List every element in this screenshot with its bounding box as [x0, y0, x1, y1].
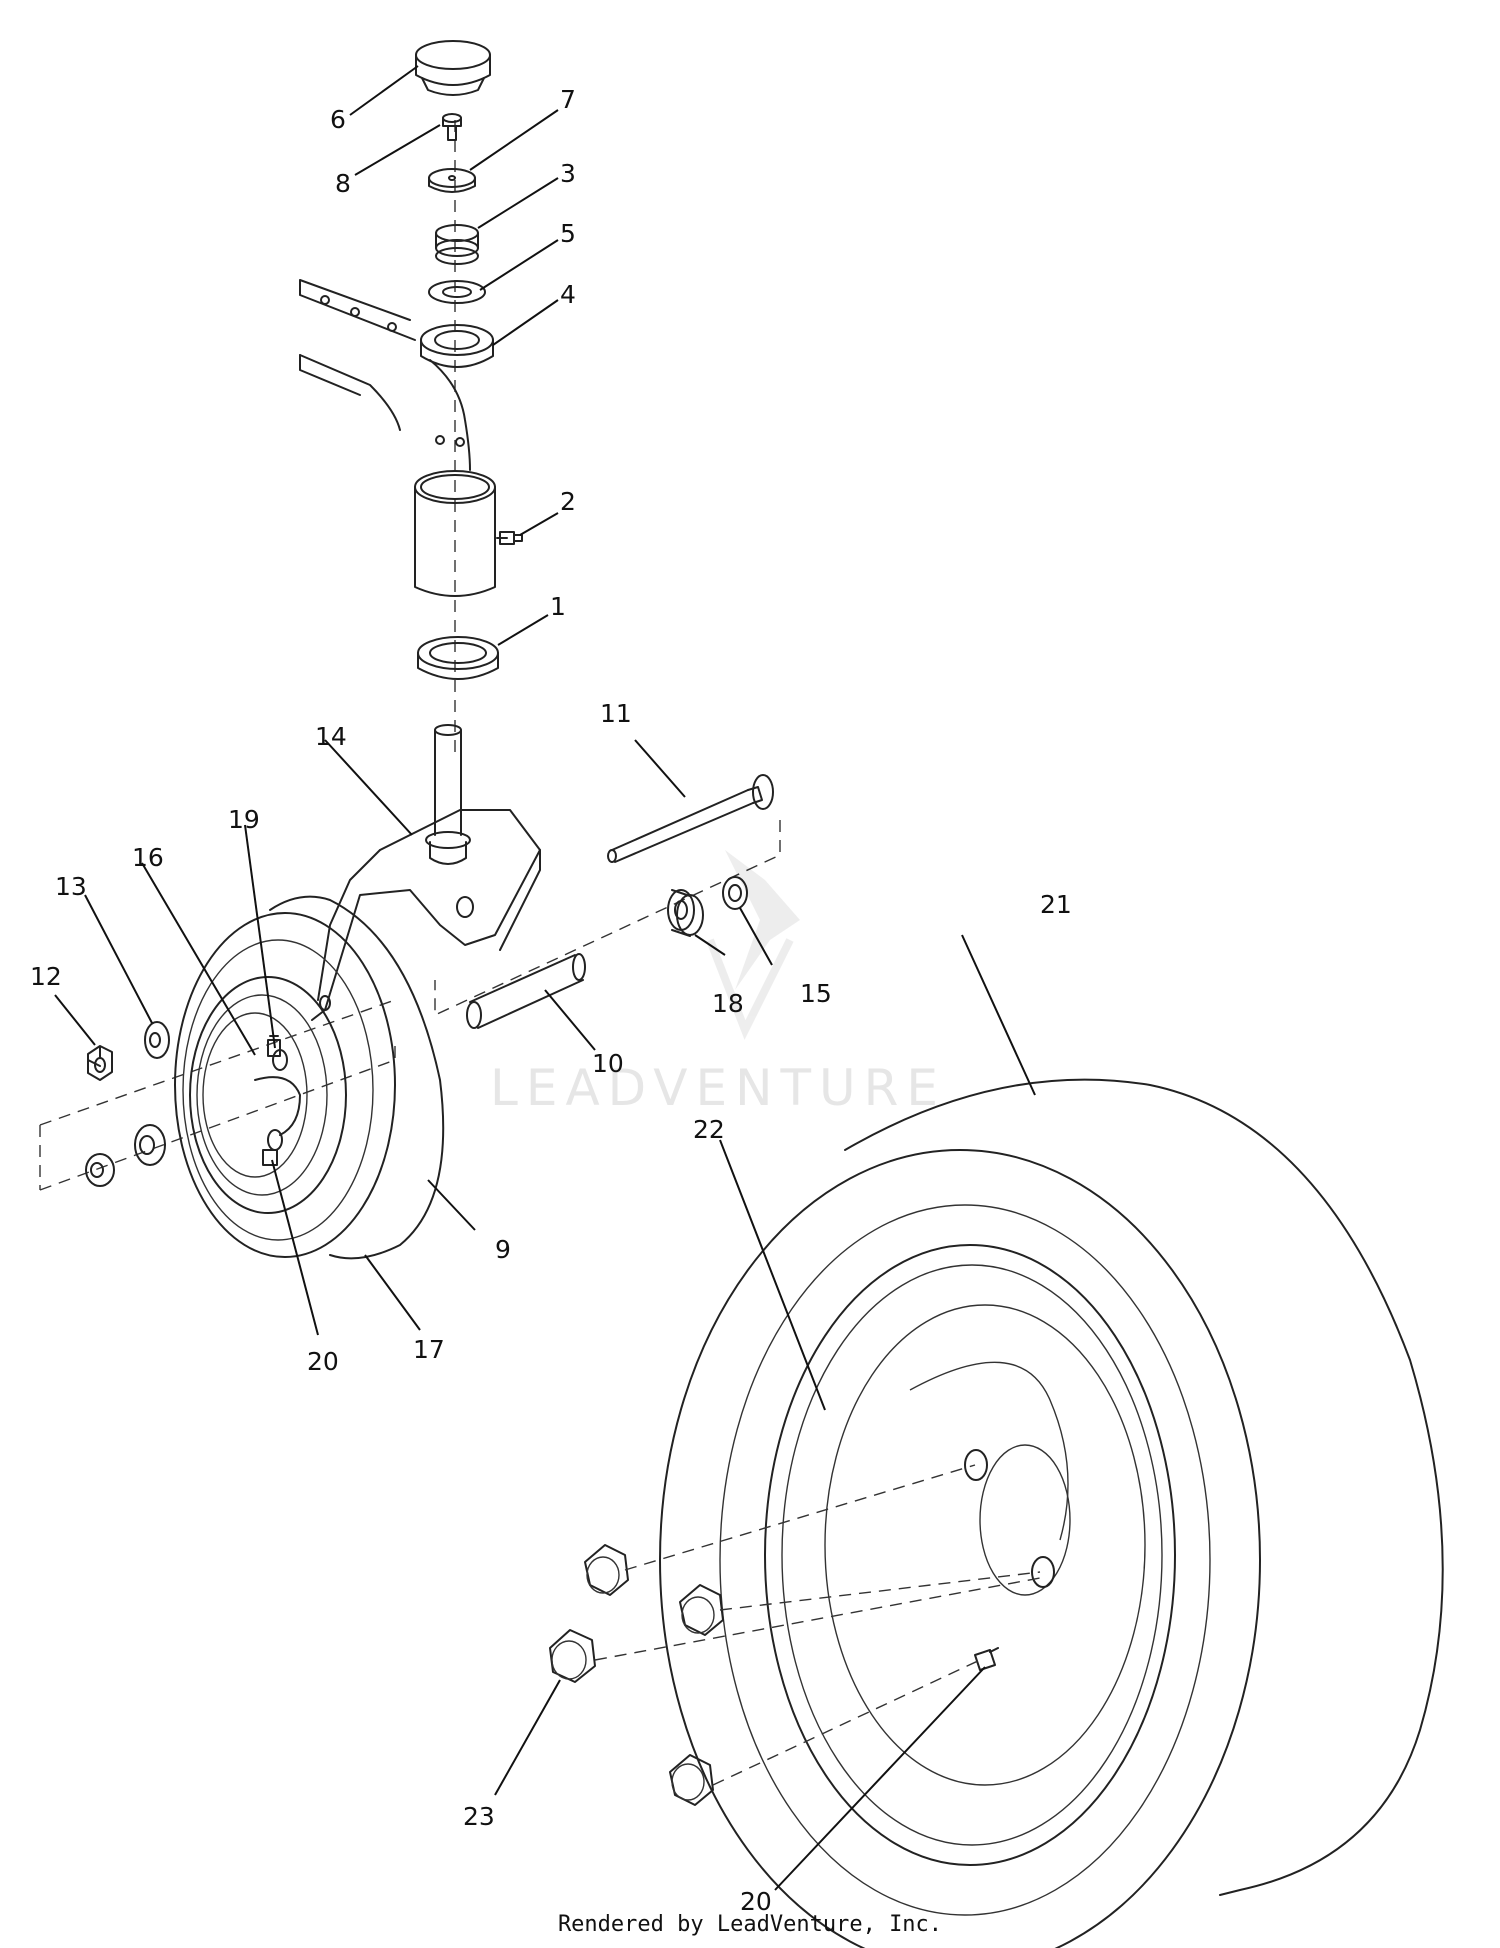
callout-20-caster: 20 — [307, 1347, 339, 1376]
callout-6: 6 — [330, 105, 346, 134]
render-credit: Rendered by LeadVenture, Inc. — [557, 1912, 943, 1937]
watermark-text: LEADVENTURE — [490, 1059, 946, 1117]
callout-10: 10 — [592, 1049, 624, 1078]
nut-small-lower — [85, 1153, 115, 1187]
spacer-large — [667, 889, 704, 937]
cap-bolt — [442, 113, 462, 141]
callout-20-drive: 20 — [740, 1887, 772, 1916]
callout-1: 1 — [550, 592, 566, 621]
lug-nut-2 — [679, 1584, 724, 1636]
spacer-small — [722, 876, 748, 910]
grease-fitting-hub-bottom — [262, 1149, 278, 1166]
drive-wheel — [659, 1078, 1444, 1948]
callout-15: 15 — [800, 979, 832, 1008]
callout-16: 16 — [132, 843, 164, 872]
pivot-tube — [414, 470, 496, 597]
caster-yoke — [311, 724, 541, 1021]
callout-3: 3 — [560, 159, 576, 188]
callout-labels: 6 7 8 3 5 4 2 1 11 14 19 16 13 12 21 15 … — [30, 85, 1072, 1916]
washer-small-lower — [134, 1124, 166, 1166]
callout-4: 4 — [560, 280, 576, 309]
callout-8: 8 — [335, 169, 351, 198]
callout-12: 12 — [30, 962, 62, 991]
grease-fitting-top — [496, 531, 523, 545]
axle-bolt — [607, 774, 774, 863]
callout-2: 2 — [560, 487, 576, 516]
washer-small-upper — [144, 1021, 170, 1059]
thrust-washer — [428, 280, 486, 304]
leader-lines — [54, 65, 1036, 1891]
seal-spring — [435, 224, 479, 265]
lower-bearing — [417, 636, 499, 680]
callout-14: 14 — [315, 722, 347, 751]
dust-cap — [415, 40, 491, 96]
callout-21: 21 — [1040, 890, 1072, 919]
callout-18: 18 — [712, 989, 744, 1018]
callout-22: 22 — [693, 1115, 725, 1144]
callout-17: 17 — [413, 1335, 445, 1364]
callout-23: 23 — [463, 1802, 495, 1831]
retainer-plate — [428, 168, 476, 193]
lug-nut-1 — [584, 1544, 629, 1596]
callout-9: 9 — [495, 1235, 511, 1264]
callout-13: 13 — [55, 872, 87, 901]
lug-nut-3 — [549, 1629, 596, 1683]
lug-nut-4 — [669, 1754, 714, 1806]
lug-dashed-guides — [594, 1464, 1041, 1786]
callout-5: 5 — [560, 219, 576, 248]
nut-small-upper — [87, 1045, 113, 1081]
callout-7: 7 — [560, 85, 576, 114]
frame-arm — [299, 279, 471, 471]
callout-11: 11 — [600, 699, 632, 728]
axle-dashed-guide — [39, 820, 781, 1191]
watermark-logo — [706, 850, 800, 1040]
upper-bearing — [420, 324, 494, 368]
caster-wheel — [174, 895, 445, 1260]
axle-sleeve — [466, 953, 586, 1029]
callout-19: 19 — [228, 805, 260, 834]
